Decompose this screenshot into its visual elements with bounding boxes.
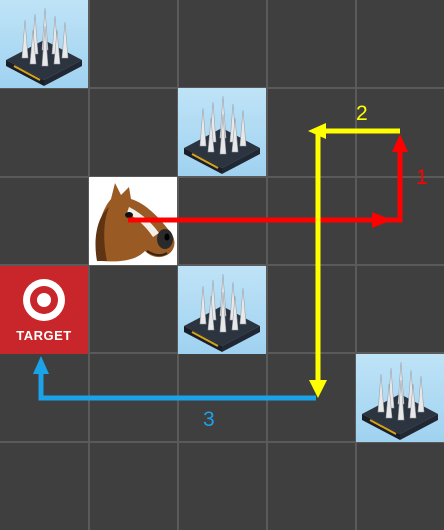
arrowhead-2a [308, 123, 326, 139]
spike-trap-tile[interactable] [178, 88, 266, 176]
spike-trap-icon [362, 361, 438, 440]
target-logo-icon [23, 279, 65, 321]
step-label-2: 2 [356, 102, 368, 125]
arrowhead-1a [372, 212, 392, 228]
spike-trap-tile[interactable] [0, 0, 88, 88]
spike-trap-icon [184, 273, 260, 352]
grid-line [0, 176, 444, 178]
spike-trap-icon [184, 95, 260, 174]
step-label-3: 3 [203, 408, 215, 431]
arrowhead-3 [33, 356, 49, 374]
arrowhead-1b [392, 134, 408, 152]
step-label-1: 1 [416, 166, 428, 189]
grid-line [0, 441, 444, 443]
spike-trap-icon [6, 7, 82, 86]
arrowhead-2b [309, 380, 327, 398]
target-logo-text: TARGET [16, 328, 72, 343]
horse-player-tile[interactable] [89, 177, 177, 265]
grid-line [0, 264, 444, 266]
spike-trap-tile[interactable] [178, 266, 266, 354]
horse-head-icon [95, 183, 175, 262]
target-goal-tile[interactable]: TARGET [0, 266, 88, 354]
spike-trap-tile[interactable] [356, 354, 444, 442]
move-arrow-2 [315, 128, 400, 384]
